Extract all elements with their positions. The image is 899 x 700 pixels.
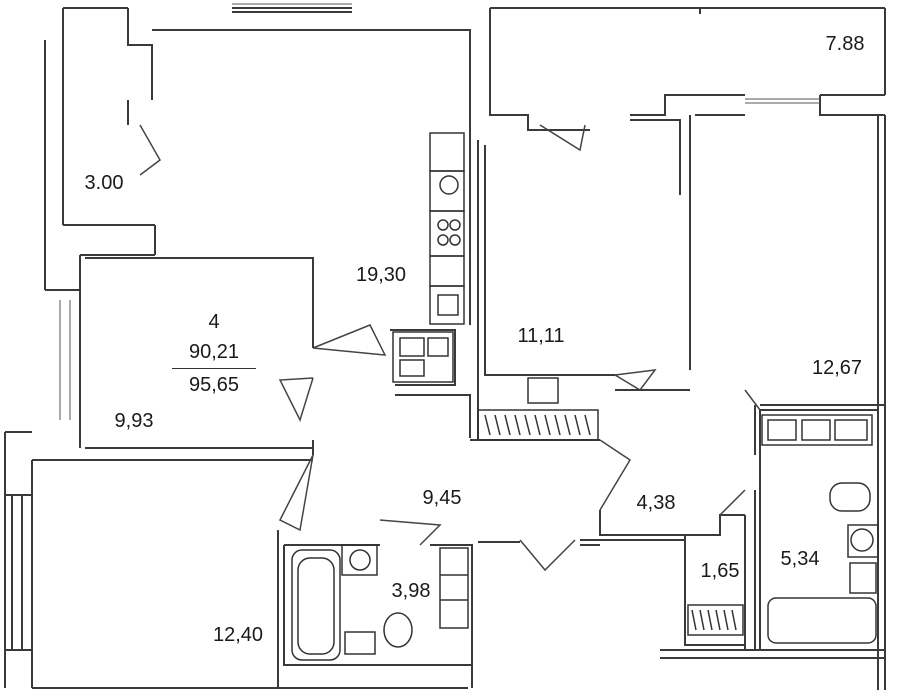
area-bedroom-center: 11,11 (517, 325, 565, 347)
area-balcony-top-right: 7.88 (825, 33, 865, 55)
window-right (745, 98, 820, 104)
door-balcony-left (139, 124, 161, 176)
shelf-left (439, 547, 469, 629)
area-wc: 1,65 (700, 560, 740, 582)
living-area: 90,21 (188, 341, 240, 363)
door-hall-bottom (278, 454, 314, 532)
door-hall-left (278, 377, 314, 423)
balcony-left-outline (44, 7, 128, 291)
area-balcony-top-left: 3.00 (84, 172, 124, 194)
balcony-right-outline (489, 7, 886, 131)
center-walls (390, 140, 615, 441)
area-bathroom-right: 5,34 (780, 548, 820, 570)
bottom-right-line (660, 649, 885, 659)
bedroom-right-walls (615, 95, 886, 690)
washer (429, 170, 465, 212)
vanity-right (761, 414, 873, 446)
rooms-count: 4 (208, 311, 220, 333)
bathtub-left (291, 549, 341, 661)
door-bedroom-left (312, 324, 387, 356)
total-area: 95,65 (188, 374, 240, 396)
door-bottom-center (519, 539, 576, 572)
sink-right (849, 562, 877, 594)
cooktop (429, 210, 465, 257)
toilet-left (383, 612, 413, 648)
window-left (59, 300, 71, 420)
bathroom-left-walls (277, 530, 520, 688)
door-bath-left (379, 519, 442, 546)
counter (429, 255, 465, 287)
cabinet-center (527, 377, 559, 404)
area-bedroom-left: 9,93 (114, 410, 154, 432)
kitchen-sink (429, 285, 465, 325)
wardrobe (392, 331, 454, 383)
bedroom-left-walls (85, 257, 314, 455)
door-hall-right (599, 439, 632, 511)
area-corridor: 4,38 (636, 492, 676, 514)
left-wall (63, 224, 156, 448)
summary-rule (172, 368, 256, 369)
bathroom-right-walls (754, 405, 885, 651)
radiator-wc (687, 604, 744, 636)
radiator-center (477, 409, 599, 441)
area-bedroom-bottom-left: 12,40 (212, 624, 264, 646)
kitchen-walls (127, 7, 471, 325)
area-bathroom-left: 3,98 (391, 580, 431, 602)
door-corridor (719, 389, 761, 516)
area-bedroom-right: 12,67 (811, 357, 863, 379)
door-balcony-right (539, 124, 586, 152)
bathtub-right (767, 597, 877, 644)
corridor-walls (580, 510, 746, 650)
apartment-summary: 4 90,21 95,65 (170, 312, 258, 395)
area-kitchen-living: 19,30 (355, 264, 407, 286)
washer-right (850, 528, 874, 552)
sink-left (344, 631, 376, 655)
area-hallway: 9,45 (422, 487, 462, 509)
fridge (429, 132, 465, 172)
toilet-right (829, 482, 871, 512)
door-center (614, 369, 657, 391)
bedroom-bottom-walls (4, 431, 468, 689)
washer-left (341, 544, 378, 576)
